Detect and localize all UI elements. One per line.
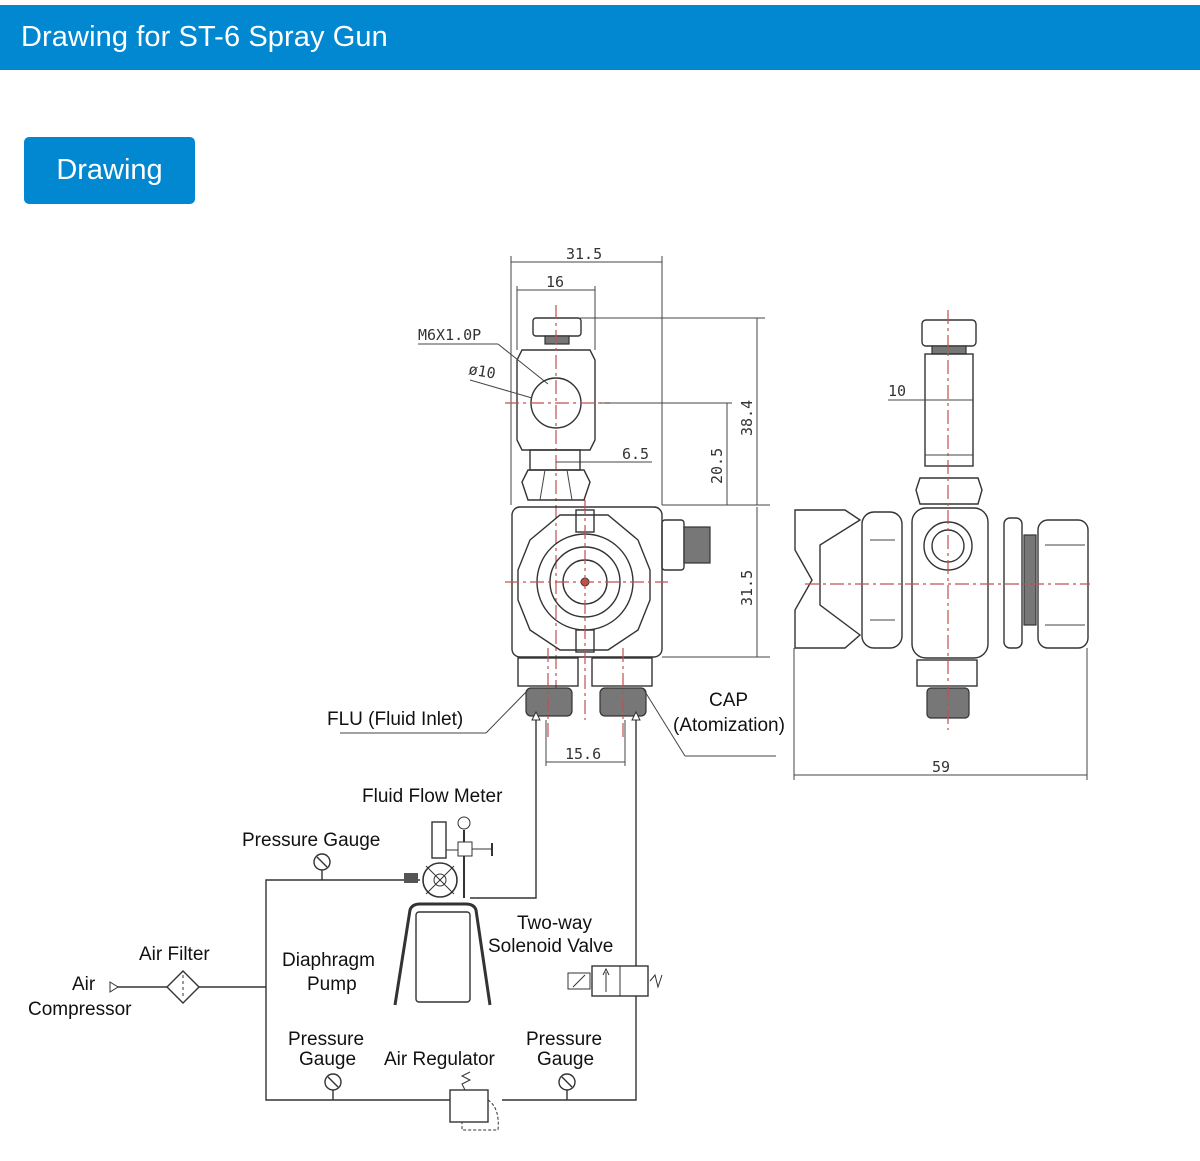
label-fluid-inlet: FLU (Fluid Inlet)	[327, 709, 463, 730]
air-supply-line	[265, 879, 450, 1101]
top-cap-nut	[532, 317, 582, 337]
dim-height-to-hole: 20.5	[708, 448, 726, 484]
front-view: 31.5 16 M6X1.0P ø10 6.5 38.4	[327, 245, 785, 766]
dim-port-spacing: 15.6	[565, 745, 601, 763]
page-title: Drawing for ST-6 Spray Gun	[21, 21, 388, 53]
dim-top-width: 16	[546, 273, 564, 291]
air-port-fitting	[591, 657, 653, 687]
air-compressor-symbol	[109, 981, 119, 993]
side-stem	[924, 353, 974, 467]
label-two-way: Two-way	[517, 913, 592, 934]
dim-height-total: 38.4	[738, 400, 756, 436]
hex-nut	[521, 469, 591, 501]
pressure-gauge-top-symbol	[313, 853, 331, 880]
dim-overall-width: 31.5	[566, 245, 602, 263]
label-compressor: Compressor	[28, 999, 132, 1020]
label-pressure-right: Pressure	[526, 1029, 602, 1050]
upper-block	[516, 349, 596, 451]
fluid-line	[470, 720, 537, 899]
label-fluid-flow-meter: Fluid Flow Meter	[362, 786, 503, 807]
label-gauge-left: Gauge	[299, 1049, 356, 1070]
dim-offset: 6.5	[622, 445, 649, 463]
label-pressure-gauge-top: Pressure Gauge	[242, 830, 380, 851]
side-nozzle-cap	[794, 509, 862, 649]
dim-stem-width: 10	[888, 382, 906, 400]
side-cap-nut	[921, 319, 977, 347]
fluid-inlet-thread	[525, 687, 573, 717]
dim-body-height: 31.5	[738, 570, 756, 606]
label-cap: CAP	[709, 690, 748, 711]
schematic: Fluid Flow Meter Pressure Gauge Two-way …	[28, 710, 663, 1131]
label-atomization: (Atomization)	[673, 715, 785, 736]
label-air-filter: Air Filter	[139, 944, 210, 965]
hole-diameter: ø10	[467, 360, 497, 382]
pressure-gauge-left-symbol	[324, 1073, 342, 1100]
label-solenoid-valve: Solenoid Valve	[488, 936, 613, 957]
side-body	[911, 507, 989, 659]
solenoid-valve-symbol	[567, 965, 663, 997]
label-pump: Pump	[307, 974, 357, 995]
page-header: Drawing for ST-6 Spray Gun	[0, 5, 1200, 70]
label-diaphragm: Diaphragm	[282, 950, 375, 971]
label-pressure-left: Pressure	[288, 1029, 364, 1050]
diaphragm-pump-symbol	[393, 816, 493, 1006]
label-air-regulator: Air Regulator	[384, 1049, 496, 1070]
drawing-section-button[interactable]: Drawing	[24, 137, 195, 204]
dim-overall-length: 59	[932, 758, 950, 776]
thread-spec: M6X1.0P	[418, 326, 481, 344]
air-regulator-symbol	[449, 1071, 499, 1131]
atomization-air-line	[502, 720, 637, 1101]
label-gauge-right: Gauge	[537, 1049, 594, 1070]
air-filter-symbol	[166, 970, 200, 1004]
side-view: 10 59	[793, 310, 1090, 780]
label-air: Air	[72, 974, 96, 995]
pressure-gauge-right-symbol	[558, 1073, 576, 1100]
